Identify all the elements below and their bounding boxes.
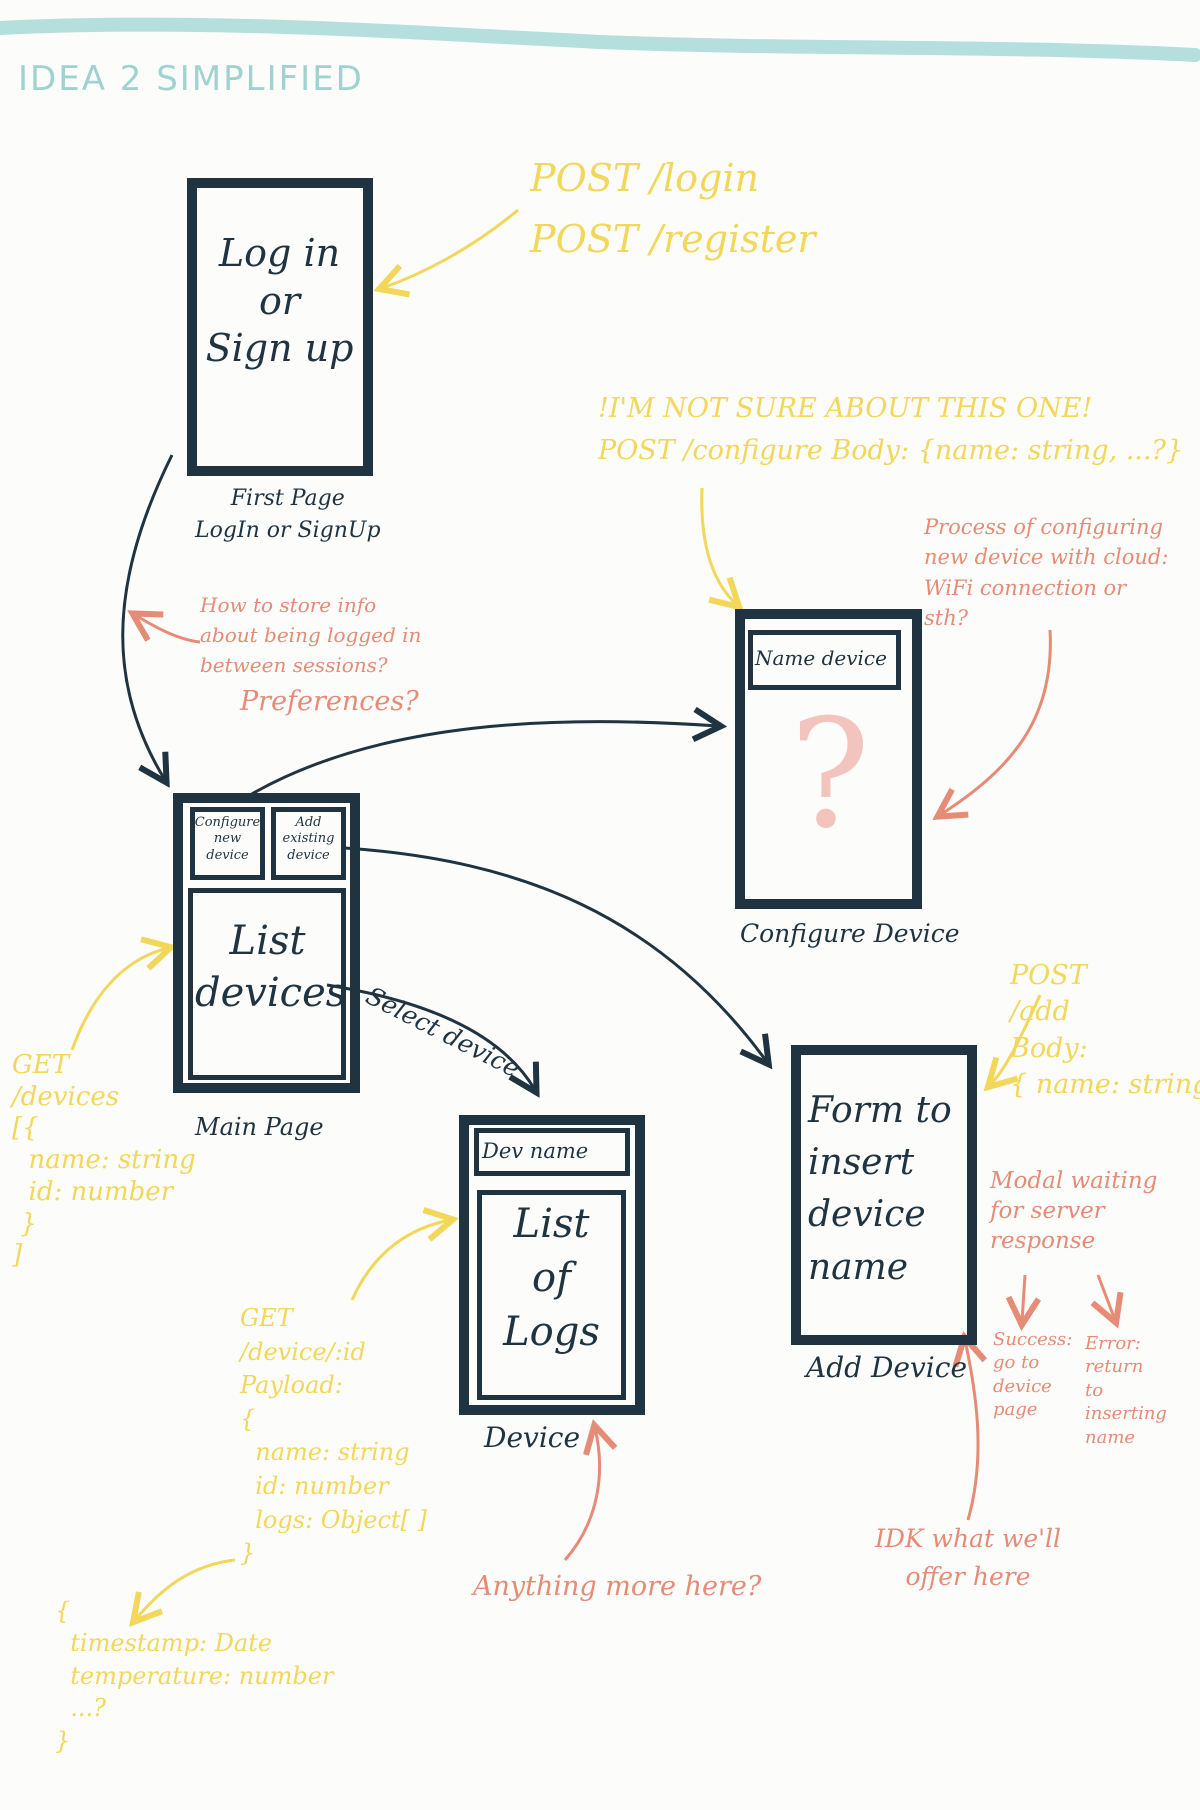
arrow-get-devices	[70, 948, 168, 1051]
arrow-error	[1098, 1274, 1115, 1320]
configure-new-device-label: Configure new device	[194, 815, 261, 863]
first-page-content: Log in or Sign up	[205, 231, 354, 370]
device-caption: Device	[484, 1421, 581, 1454]
page-title: IDEA 2 SIMPLIFIED	[18, 59, 364, 99]
arrow-main-to-device	[326, 983, 535, 1090]
login-api-note: POST /login POST /register	[530, 156, 816, 261]
arrow-session	[135, 615, 201, 644]
get-device-id-note: GET /device/:id Payload: { name: string …	[240, 1304, 427, 1568]
device-content: List of Logs	[503, 1201, 600, 1355]
screen-main-page	[173, 793, 360, 1093]
arrow-get-device-id	[350, 1220, 450, 1301]
arrow-configure-api	[700, 487, 737, 605]
main-page-caption: Main Page	[195, 1113, 324, 1141]
screen-add-device	[791, 1045, 977, 1345]
error-note: Error: return to inserting name	[1085, 1333, 1167, 1448]
first-page-caption: First Page LogIn or SignUp	[195, 486, 381, 543]
dev-name-field	[474, 1128, 630, 1176]
screen-device	[459, 1115, 645, 1415]
device-list-area[interactable]	[188, 888, 346, 1080]
configure-new-device-button[interactable]	[190, 807, 265, 880]
configure-api-note: !I'M NOT SURE ABOUT THIS ONE! POST /conf…	[598, 393, 1184, 466]
modal-note: Modal waiting for server response	[990, 1168, 1158, 1254]
add-device-caption: Add Device	[806, 1351, 968, 1384]
session-storage-note: How to store info about being logged in …	[200, 593, 422, 677]
logs-list-area[interactable]	[477, 1190, 626, 1400]
name-device-label: Name device	[755, 646, 887, 670]
arrow-configure-process	[940, 629, 1052, 815]
arrow-add-api	[990, 994, 1042, 1085]
anything-more-note: Anything more here?	[473, 1571, 762, 1602]
success-note: Success: go to device page	[993, 1329, 1073, 1421]
arrow-login-to-main	[121, 454, 174, 780]
log-object-note: { timestamp: Date temperature: number ..…	[55, 1597, 334, 1755]
question-mark-icon: ?	[789, 688, 871, 862]
configure-process-note: Process of configuring new device with c…	[924, 515, 1169, 631]
configure-device-caption: Configure Device	[740, 919, 960, 948]
arrow-idk	[965, 1340, 978, 1521]
arrow-log-object	[135, 1558, 236, 1620]
arrow-main-to-configure	[249, 722, 718, 797]
screen-configure-device	[735, 609, 922, 909]
add-api-note: POST /add Body: { name: string }	[1010, 960, 1200, 1101]
header-stroke	[0, 17, 1200, 62]
dev-name-label: Dev name	[482, 1139, 589, 1163]
preferences-note: Preferences?	[240, 686, 419, 717]
add-device-content: Form to insert device name	[808, 1090, 952, 1288]
get-devices-note: GET /devices [{ name: string id: number …	[12, 1050, 196, 1271]
arrow-login-api	[382, 208, 519, 288]
arrow-success	[1022, 1274, 1025, 1322]
add-existing-device-button[interactable]	[271, 807, 346, 880]
arrow-anything-more	[563, 1428, 600, 1561]
idk-note: IDK what we'll offer here	[875, 1524, 1061, 1591]
arrow-main-to-add	[344, 846, 767, 1062]
main-page-content: List devices	[195, 918, 347, 1016]
screen-first-page	[187, 178, 373, 476]
add-existing-device-label: Add existing device	[282, 815, 335, 863]
name-device-field[interactable]	[748, 630, 901, 690]
